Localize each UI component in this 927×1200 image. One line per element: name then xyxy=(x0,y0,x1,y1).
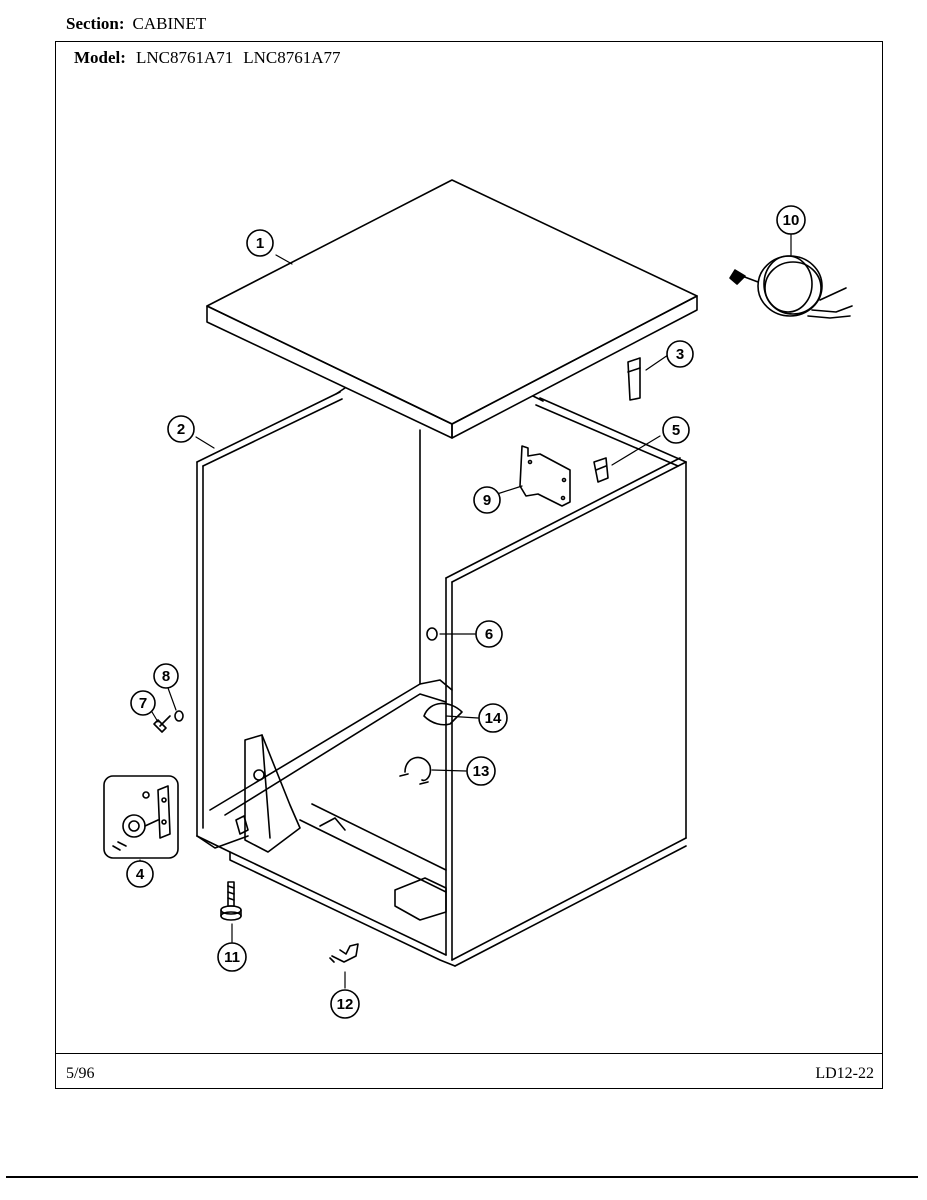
callout-1: 1 xyxy=(246,229,274,257)
part-nut-8 xyxy=(174,710,184,722)
part-roller-assembly-4 xyxy=(103,775,179,859)
part-clip-5 xyxy=(593,457,609,483)
callout-8: 8 xyxy=(153,663,179,689)
callout-6: 6 xyxy=(475,620,503,648)
footer-date: 5/96 xyxy=(66,1065,95,1082)
part-bracket-9 xyxy=(519,445,571,507)
diagram-frame: Model: LNC8761A71 LNC8761A77 5/96 LD12-22 xyxy=(55,41,883,1089)
callout-9: 9 xyxy=(473,486,501,514)
svg-text:2: 2 xyxy=(177,421,185,438)
callout-11: 11 xyxy=(217,942,247,972)
footer-divider xyxy=(56,1053,882,1054)
model-number-1: LNC8761A71 xyxy=(135,48,234,67)
part-clip-3 xyxy=(627,357,641,401)
svg-text:1: 1 xyxy=(256,235,264,252)
svg-text:11: 11 xyxy=(224,949,240,966)
section-value: CABINET xyxy=(132,14,207,33)
cabinet-body xyxy=(196,391,687,967)
model-heading: Model: LNC8761A71 LNC8761A77 xyxy=(74,48,351,68)
part-plug-6 xyxy=(426,627,438,641)
callout-2: 2 xyxy=(167,415,195,443)
svg-text:7: 7 xyxy=(139,695,147,712)
callout-5: 5 xyxy=(662,416,690,444)
callout-10: 10 xyxy=(776,205,806,235)
svg-text:14: 14 xyxy=(485,710,502,727)
part-14 xyxy=(423,702,463,726)
model-label: Model: xyxy=(74,48,126,67)
section-label: Section: xyxy=(66,14,125,33)
callout-13: 13 xyxy=(466,756,496,786)
part-clamp-13 xyxy=(399,756,432,785)
svg-text:12: 12 xyxy=(337,996,354,1013)
svg-text:3: 3 xyxy=(676,346,684,363)
callout-14: 14 xyxy=(478,703,508,733)
callout-12: 12 xyxy=(330,989,360,1019)
callout-bubbles: 1 2 3 4 5 6 7 8 xyxy=(126,205,806,1019)
svg-text:9: 9 xyxy=(483,492,491,509)
part-screw-7 xyxy=(153,715,171,733)
svg-text:10: 10 xyxy=(783,212,800,229)
part-clip-12 xyxy=(329,943,359,963)
svg-text:4: 4 xyxy=(136,866,145,883)
part-leveling-leg-11 xyxy=(220,881,242,921)
section-heading: Section: CABINET xyxy=(66,14,206,34)
svg-text:8: 8 xyxy=(162,668,170,685)
svg-text:13: 13 xyxy=(473,763,490,780)
page-bottom-rule xyxy=(6,1176,918,1178)
footer-page-code: LD12-22 xyxy=(815,1065,874,1082)
model-number-2: LNC8761A77 xyxy=(243,48,341,67)
callout-3: 3 xyxy=(666,340,694,368)
part-power-cord-10 xyxy=(729,255,853,319)
top-panel xyxy=(206,179,698,439)
callout-7: 7 xyxy=(130,690,156,716)
svg-text:6: 6 xyxy=(485,626,493,643)
svg-text:5: 5 xyxy=(672,422,680,439)
callout-4: 4 xyxy=(126,860,154,888)
